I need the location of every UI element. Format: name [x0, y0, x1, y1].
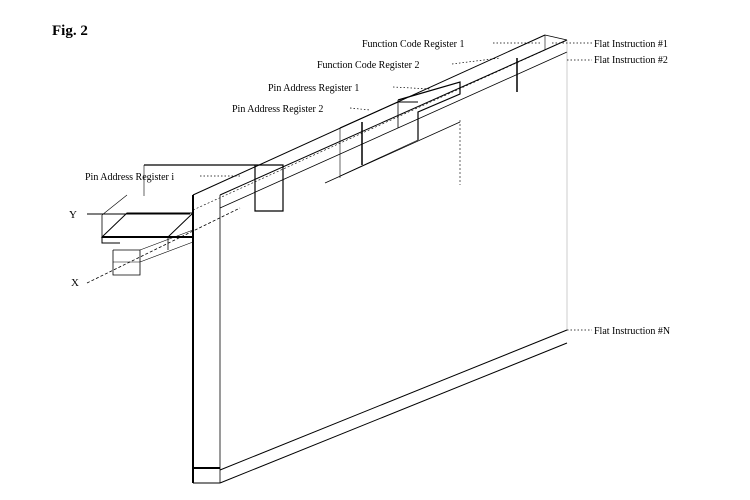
selector-lower-block [112, 249, 141, 276]
instruction-slab [192, 34, 568, 484]
slab-row2-edge [219, 51, 568, 209]
pin-address-register-2-box [339, 101, 418, 129]
x-axis-line [86, 207, 241, 284]
slab-bottom-edge [219, 329, 568, 471]
leader-lines [200, 42, 592, 331]
slab-bottom-edge-lower [219, 342, 568, 484]
x-axis-label: X [71, 277, 79, 289]
selector-back-edge [101, 194, 128, 216]
y-axis-label: Y [69, 209, 77, 221]
function-code-register-2-label: Function Code Register 2 [317, 60, 420, 71]
xy-selector-block [100, 194, 195, 276]
leader-pin-address-2 [349, 107, 371, 111]
selector-lower-top [139, 229, 194, 251]
slab-top-cap [544, 34, 568, 41]
selector-top-face [100, 212, 195, 238]
flat-instruction-n-label: Flat Instruction #N [594, 326, 670, 337]
function-code-register-1-label: Function Code Register 1 [362, 39, 465, 50]
flat-instruction-1-label: Flat Instruction #1 [594, 39, 668, 50]
register-row-line-2 [339, 139, 419, 177]
pin-address-register-2-label: Pin Address Register 2 [232, 104, 323, 115]
selector-lower-mid [139, 241, 194, 263]
selector-base [101, 237, 120, 244]
leader-function-code-2 [451, 57, 501, 65]
register-boxes [143, 81, 461, 212]
pin-address-register-1-box [397, 81, 461, 140]
axes [86, 207, 241, 284]
labels: Function Code Register 1 Function Code R… [69, 39, 670, 337]
leader-pin-address-1 [392, 86, 431, 90]
slab-top-edge-front [219, 39, 568, 196]
slab-row2-edge-back [192, 49, 546, 211]
pin-address-register-i-box [144, 164, 284, 212]
pin-address-register-i-label: Pin Address Register i [85, 172, 174, 183]
figure-title: Fig. 2 [52, 23, 88, 39]
flat-instruction-2-label: Flat Instruction #2 [594, 55, 668, 66]
pin-address-register-1-label: Pin Address Register 1 [268, 83, 359, 94]
